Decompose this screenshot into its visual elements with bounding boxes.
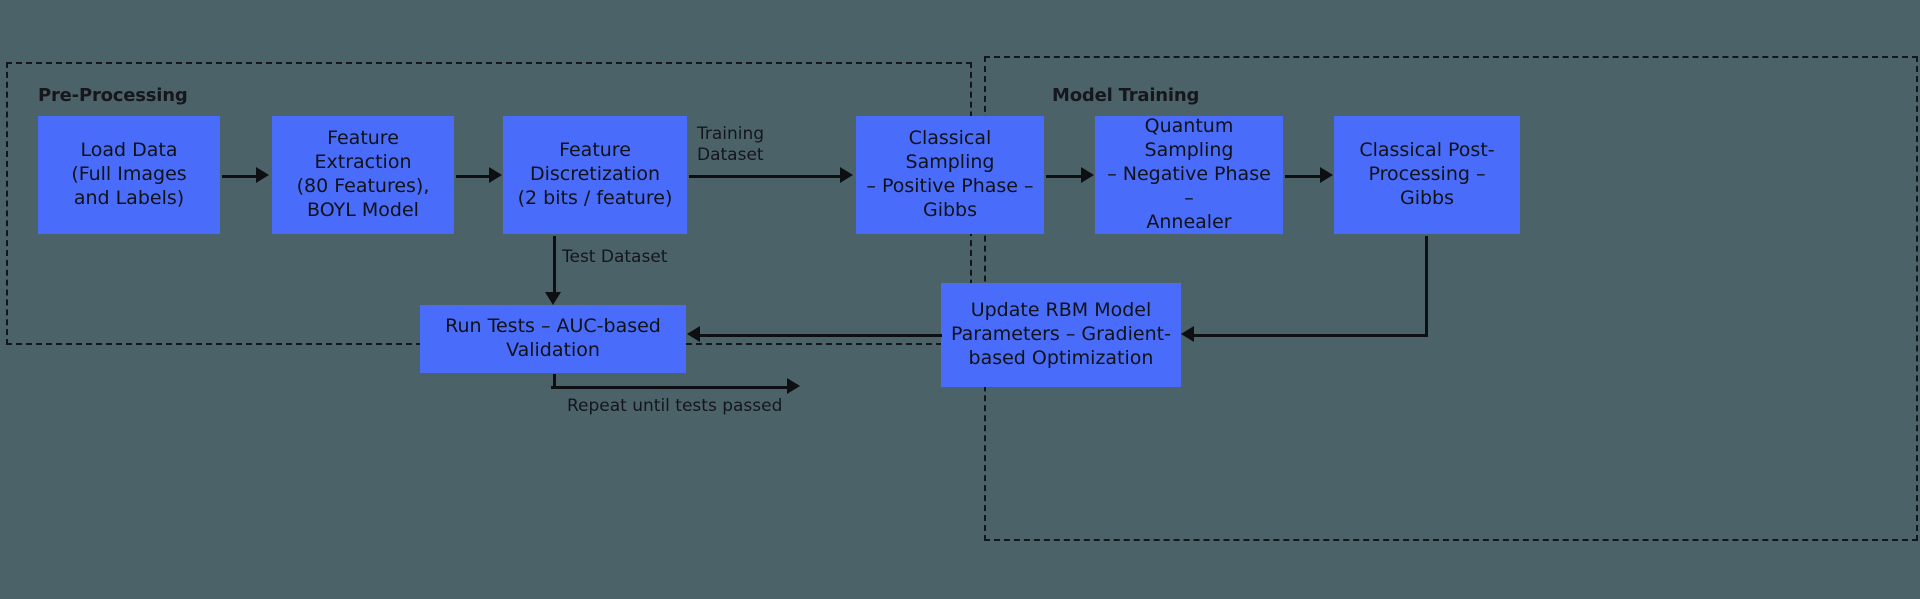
edge-label-test-dataset: Test Dataset: [562, 247, 668, 267]
edge-label-repeat-until-tests-passed: Repeat until tests passed: [567, 396, 783, 416]
connector-feature-extraction-to-discretization: [456, 175, 490, 178]
node-run-tests-auc-validation[interactable]: Run Tests – AUC-based Validation: [420, 305, 686, 373]
connector-load-data-to-feature-extraction: [222, 175, 258, 178]
edge-label-training-dataset: Training Dataset: [697, 124, 765, 166]
arrowhead-to-classical-post-processing: [1320, 167, 1333, 183]
connector-discretization-to-run-tests: [553, 236, 556, 294]
node-classical-post-processing[interactable]: Classical Post- Processing – Gibbs: [1334, 116, 1520, 234]
connector-update-rbm-to-run-tests: [700, 334, 942, 337]
node-quantum-sampling-negative-phase[interactable]: Quantum Sampling – Negative Phase – Anne…: [1095, 115, 1283, 234]
group-title-model-training: Model Training: [1052, 85, 1200, 106]
connector-run-tests-loop-right: [551, 386, 789, 389]
connector-post-processing-to-update-rbm: [1194, 334, 1428, 337]
arrowhead-to-classical-sampling: [840, 167, 853, 183]
connector-discretization-to-classical-sampling: [689, 175, 841, 178]
connector-classical-to-quantum-sampling: [1046, 175, 1082, 178]
node-update-rbm-parameters[interactable]: Update RBM Model Parameters – Gradient- …: [941, 283, 1181, 387]
node-feature-extraction[interactable]: Feature Extraction (80 Features), BOYL M…: [272, 116, 454, 234]
group-title-pre-processing: Pre-Processing: [38, 85, 188, 106]
connector-post-processing-down: [1425, 236, 1428, 336]
arrowhead-to-update-rbm: [1181, 326, 1194, 342]
node-feature-discretization[interactable]: Feature Discretization (2 bits / feature…: [503, 116, 687, 234]
connector-run-tests-loop-down: [553, 374, 556, 388]
arrowhead-to-run-tests-from-update-rbm: [687, 326, 700, 342]
arrowhead-to-feature-extraction: [256, 167, 269, 183]
arrowhead-repeat-loop-to-model-training: [787, 378, 800, 394]
node-classical-sampling-positive-phase[interactable]: Classical Sampling – Positive Phase – Gi…: [856, 116, 1044, 234]
arrowhead-to-quantum-sampling: [1081, 167, 1094, 183]
node-load-data[interactable]: Load Data (Full Images and Labels): [38, 116, 220, 234]
connector-quantum-to-classical-post-processing: [1285, 175, 1321, 178]
arrowhead-to-run-tests: [545, 292, 561, 305]
arrowhead-to-feature-discretization: [489, 167, 502, 183]
